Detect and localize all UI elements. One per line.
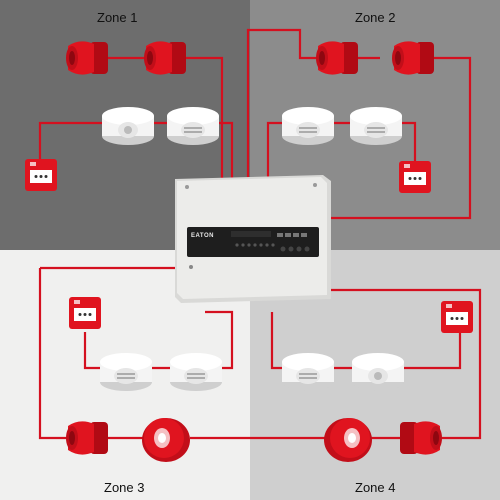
zone-2-sounder-link bbox=[246, 28, 320, 178]
zone-4-label: Zone 4 bbox=[355, 480, 396, 495]
zone-1-label: Zone 1 bbox=[97, 10, 138, 25]
detector-icon bbox=[348, 100, 404, 148]
sounder-icon bbox=[62, 36, 110, 80]
detector-icon bbox=[280, 346, 336, 394]
detector-icon bbox=[280, 100, 336, 148]
detector-icon bbox=[350, 346, 406, 394]
zone-2-label: Zone 2 bbox=[355, 10, 396, 25]
beacon-sounder-icon bbox=[140, 412, 192, 464]
beacon-sounder-icon bbox=[322, 412, 374, 464]
zone-3-label: Zone 3 bbox=[104, 480, 145, 495]
sounder-icon bbox=[140, 36, 188, 80]
control-panel: EATON bbox=[173, 175, 333, 305]
detector-icon bbox=[168, 346, 224, 394]
call-point-icon bbox=[440, 300, 474, 334]
sounder-icon bbox=[312, 36, 360, 80]
panel-brand-logo: EATON bbox=[191, 233, 214, 239]
call-point-icon bbox=[24, 158, 58, 192]
call-point-icon bbox=[398, 160, 432, 194]
detector-icon bbox=[165, 100, 221, 148]
control-panel-icon bbox=[175, 175, 331, 303]
sounder-icon bbox=[388, 36, 436, 80]
call-point-icon bbox=[68, 296, 102, 330]
sounder-icon bbox=[398, 416, 446, 460]
detector-icon bbox=[98, 346, 154, 394]
detector-icon bbox=[100, 100, 156, 148]
sounder-icon bbox=[62, 416, 110, 460]
